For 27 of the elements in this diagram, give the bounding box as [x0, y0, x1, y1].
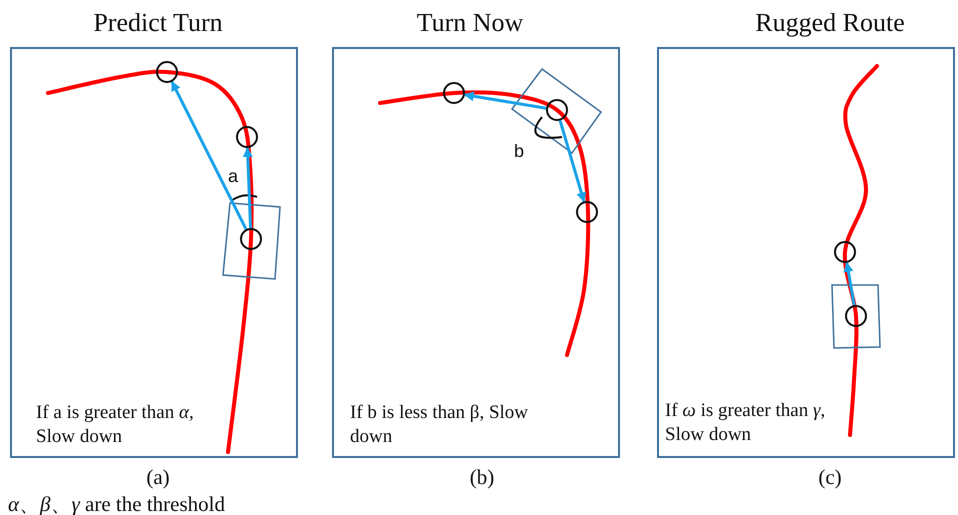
arrow	[558, 120, 586, 202]
waypoint-circle	[834, 241, 856, 263]
condition-text: If ω is greater than γ, Slow down	[665, 399, 826, 447]
waypoint-circle	[546, 99, 568, 121]
panel-caption: (b)	[470, 465, 494, 489]
arrow	[843, 262, 856, 306]
panel-caption: (c)	[818, 465, 842, 489]
arrow	[464, 91, 546, 110]
waypoint-circle	[156, 61, 178, 83]
panel-caption: (a)	[146, 465, 170, 489]
waypoint-circle	[240, 228, 262, 250]
waypoint-circle	[576, 201, 598, 223]
condition-text: If a is greater than α, Slow down	[36, 401, 195, 449]
arrow	[170, 80, 248, 230]
panel-title: Predict Turn	[93, 8, 223, 38]
waypoint-circle	[845, 305, 867, 327]
condition-text: If b is less than β, Slow down	[350, 401, 530, 449]
arrow	[242, 147, 253, 228]
angle-label: b	[514, 141, 524, 162]
waypoint-circle	[443, 82, 465, 104]
panel-title: Turn Now	[416, 8, 524, 38]
waypoint-circle	[236, 126, 258, 148]
angle-label: a	[228, 166, 238, 187]
panel-frame	[332, 47, 620, 458]
panel-frame	[657, 47, 955, 458]
panel-frame	[10, 47, 298, 458]
panel-title: Rugged Route	[755, 8, 905, 38]
